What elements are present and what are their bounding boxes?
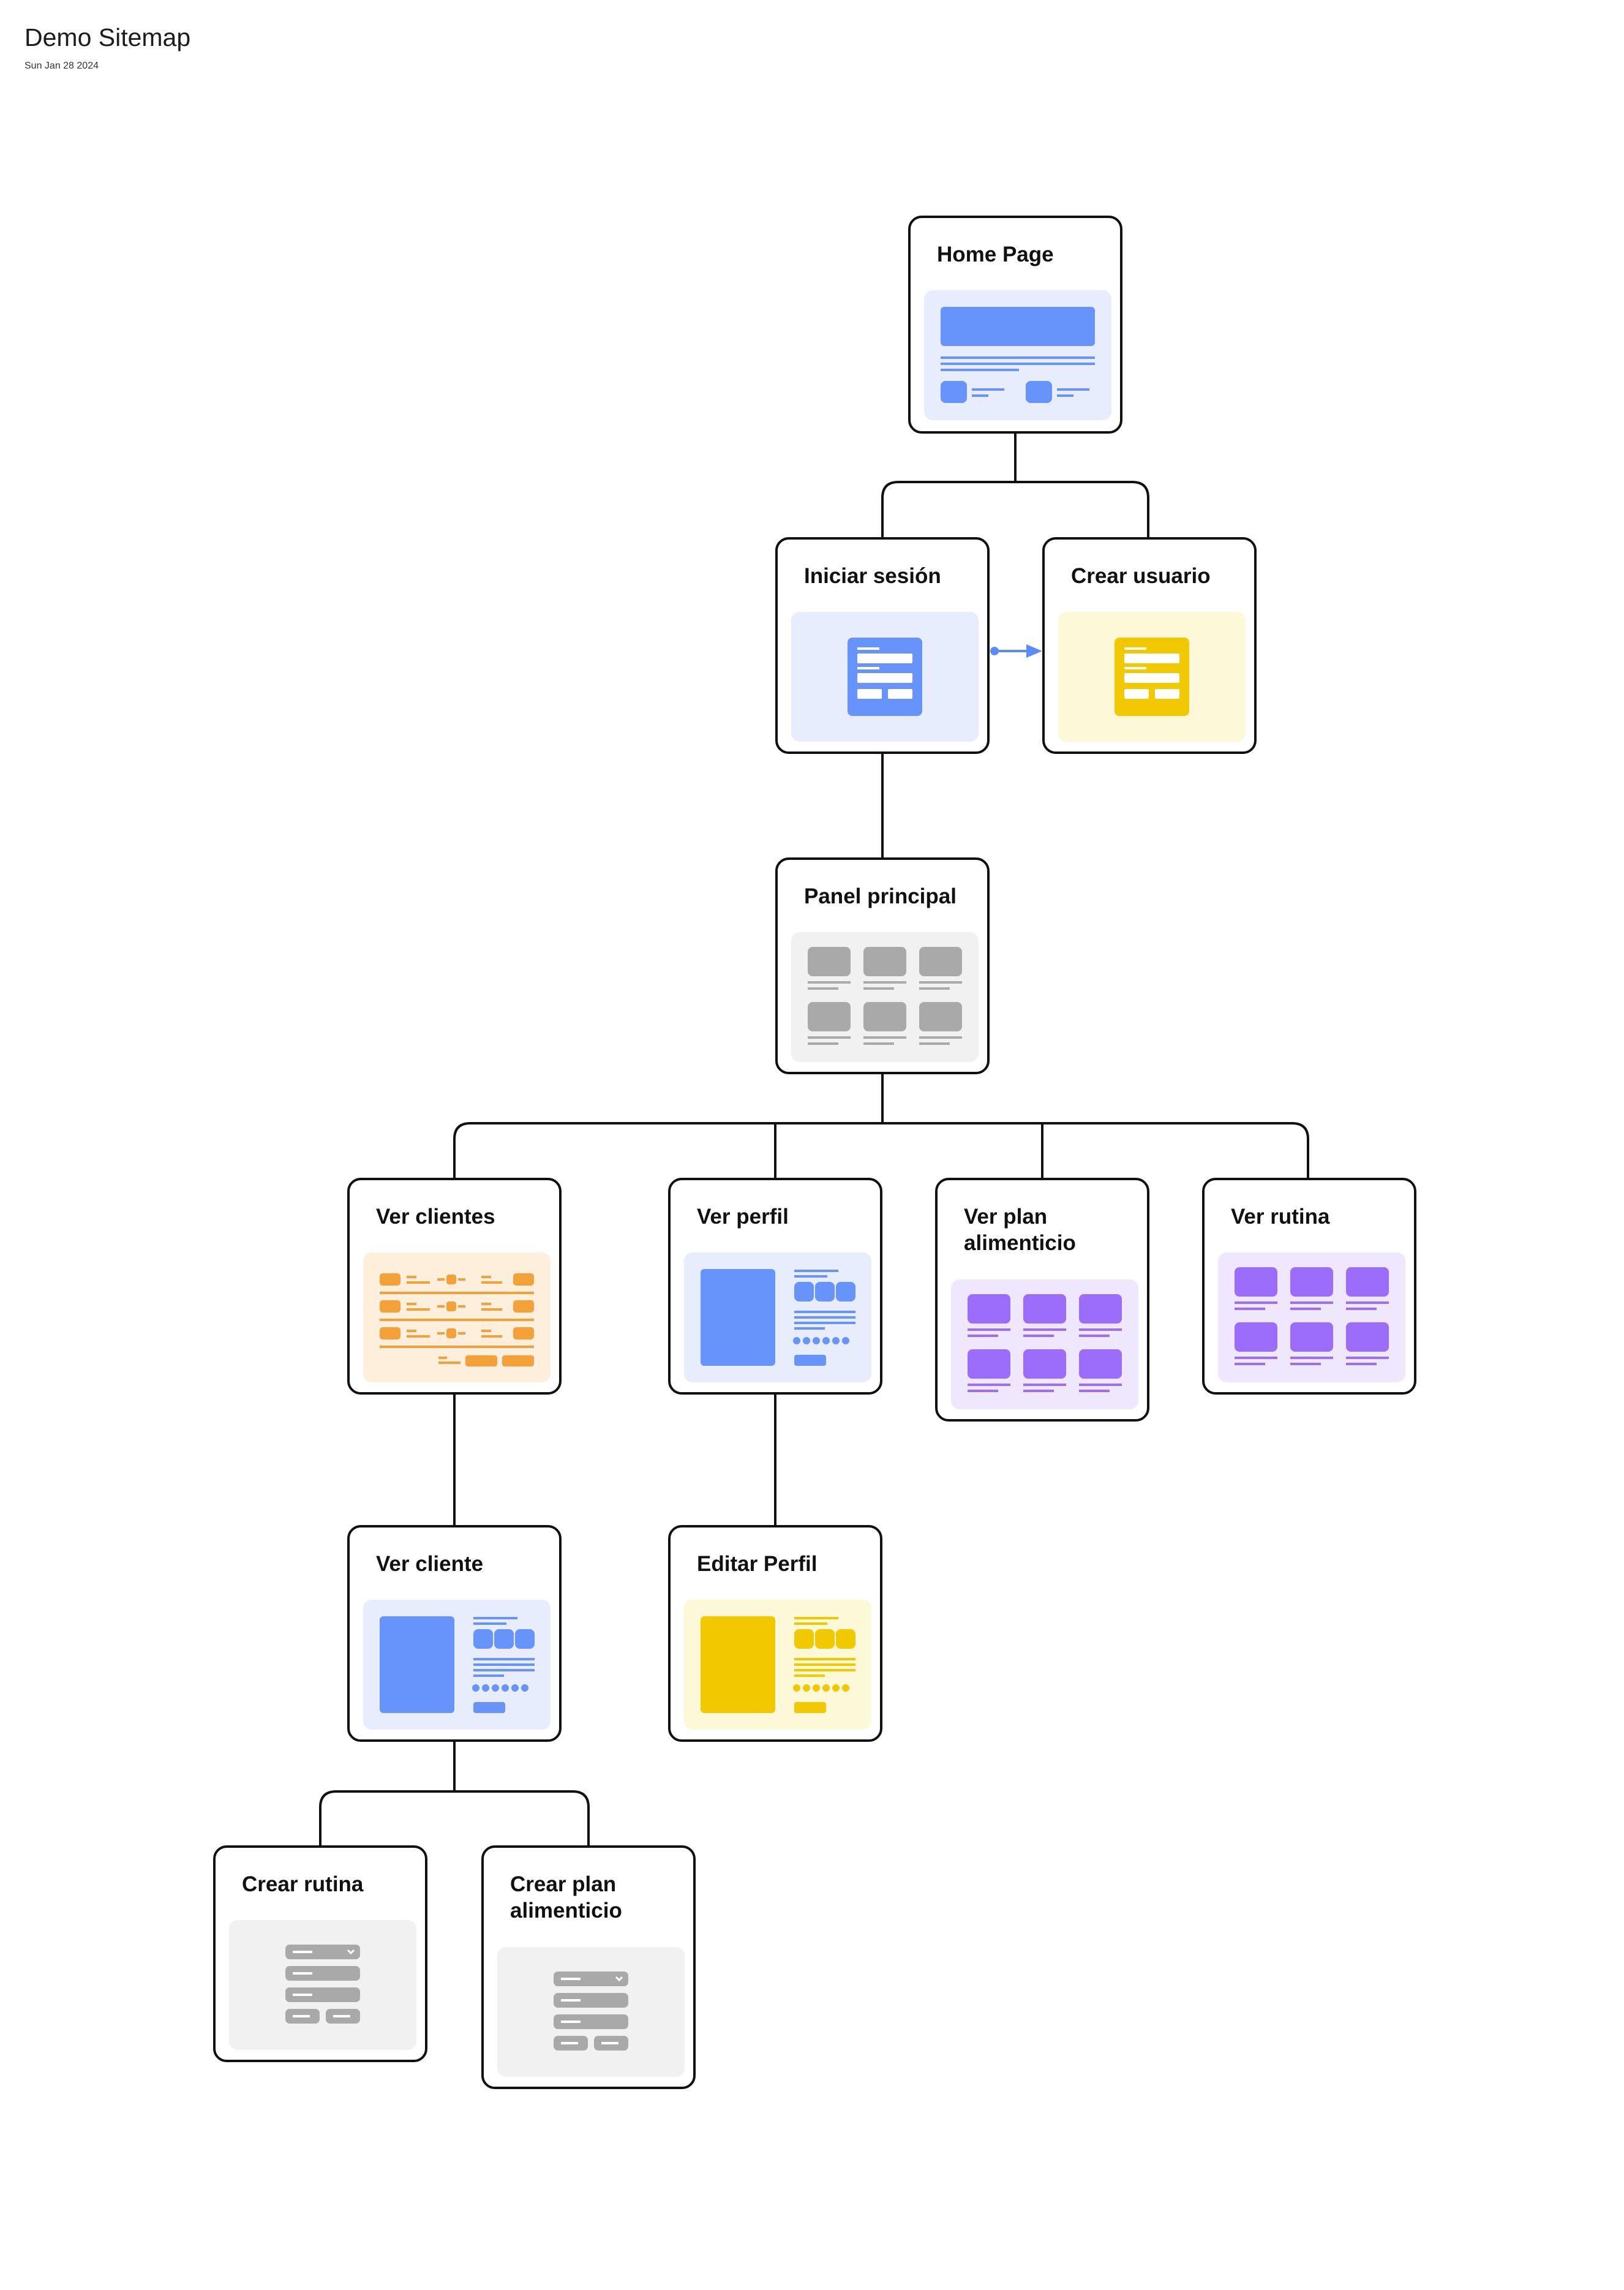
meal-plan-grid-thumbnail [951, 1279, 1138, 1409]
node-title: Iniciar sesión [804, 564, 941, 588]
node-title: Ver plan alimenticio [964, 1205, 1076, 1255]
edge-home-children [881, 434, 1149, 538]
page-title: Demo Sitemap [24, 23, 191, 51]
node-crear-rutina[interactable]: Crear rutina [213, 1845, 427, 2062]
edge-client-children [319, 1741, 590, 1847]
node-title: Ver perfil [697, 1205, 789, 1229]
signup-form-thumbnail [1058, 612, 1246, 742]
client-detail-thumbnail [363, 1600, 551, 1730]
node-title: Ver cliente [376, 1552, 484, 1576]
create-meal-plan-form-thumbnail [497, 1947, 685, 2077]
node-iniciar-sesion[interactable]: Iniciar sesión [775, 537, 990, 754]
edge-login-signup-arrow [990, 644, 1042, 658]
node-title: Ver rutina [1231, 1205, 1330, 1229]
node-panel-principal[interactable]: Panel principal [775, 857, 990, 1074]
login-form-thumbnail [791, 612, 979, 742]
node-editar-perfil[interactable]: Editar Perfil [668, 1525, 882, 1742]
dashboard-grid-thumbnail [791, 932, 979, 1062]
node-ver-rutina[interactable]: Ver rutina [1202, 1178, 1416, 1395]
clients-table-thumbnail [363, 1252, 551, 1382]
profile-detail-thumbnail [684, 1252, 871, 1382]
edit-profile-thumbnail [684, 1600, 871, 1730]
page-date: Sun Jan 28 2024 [24, 61, 99, 71]
node-title: Editar Perfil [697, 1552, 818, 1576]
node-title: Home Page [937, 243, 1054, 266]
node-title: Panel principal [804, 884, 957, 908]
node-ver-perfil[interactable]: Ver perfil [668, 1178, 882, 1395]
node-ver-plan-alimenticio[interactable]: Ver plan alimenticio [935, 1178, 1149, 1422]
node-ver-clientes[interactable]: Ver clientes [347, 1178, 562, 1395]
create-routine-form-thumbnail [229, 1920, 416, 2050]
routine-grid-thumbnail [1218, 1252, 1405, 1382]
node-crear-plan-alimenticio[interactable]: Crear plan alimenticio [481, 1845, 696, 2089]
edge-dashboard-children [453, 1073, 1309, 1179]
node-home-page[interactable]: Home Page [908, 216, 1122, 434]
node-ver-cliente[interactable]: Ver cliente [347, 1525, 562, 1742]
node-title: Crear plan alimenticio [510, 1872, 622, 1923]
node-title: Crear usuario [1071, 564, 1211, 588]
node-title: Ver clientes [376, 1205, 495, 1229]
landing-page-thumbnail [924, 290, 1111, 420]
node-crear-usuario[interactable]: Crear usuario [1042, 537, 1257, 754]
node-title: Crear rutina [242, 1872, 364, 1896]
